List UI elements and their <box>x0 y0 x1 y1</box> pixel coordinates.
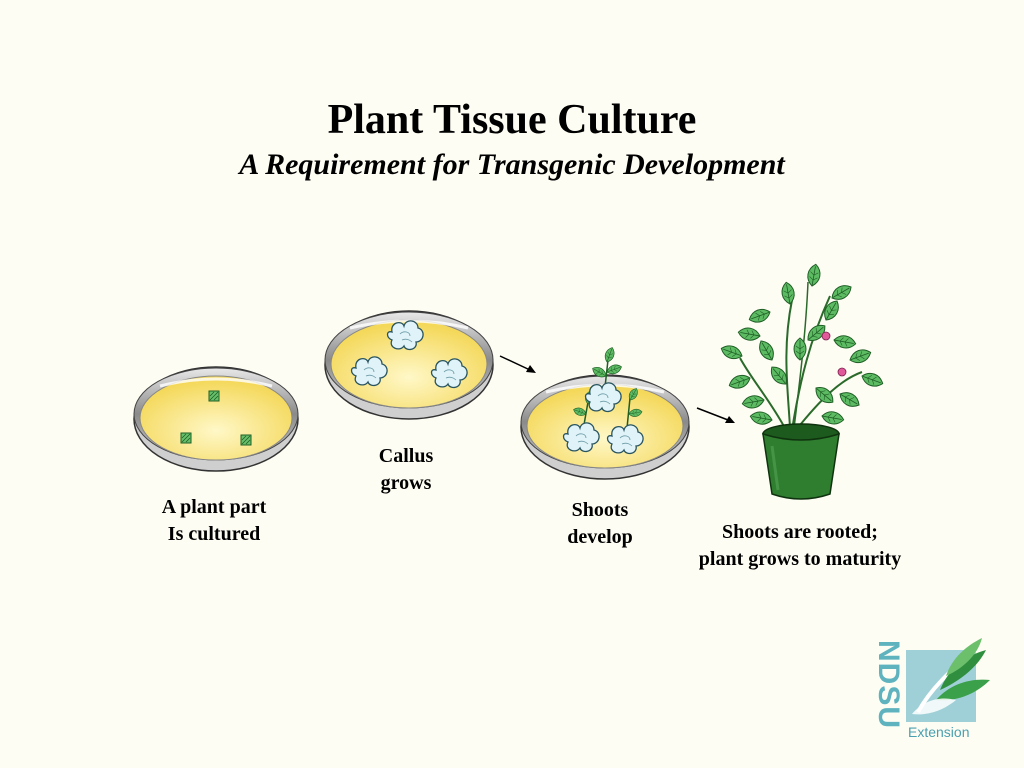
logo-brand-text: NDSU <box>872 640 905 730</box>
arrow-icon <box>499 355 536 373</box>
caption-line: grows <box>380 472 432 494</box>
step-caption-maturity: Shoots are rooted; plant grows to maturi… <box>670 519 930 573</box>
arrow-icon <box>696 407 735 423</box>
caption-line: Shoots are rooted; <box>722 521 878 543</box>
page-title: Plant Tissue Culture <box>327 97 697 143</box>
culture-dish-callus <box>324 310 494 420</box>
step-caption-shoots: Shoots develop <box>540 497 660 551</box>
caption-line: Shoots <box>571 499 629 521</box>
page-subtitle: A Requirement for Transgenic Development <box>239 148 785 181</box>
logo-unit-text: Extension <box>908 724 970 740</box>
caption-line: Callus <box>378 445 434 467</box>
caption-line: develop <box>567 526 633 548</box>
culture-dish-explant <box>133 366 299 472</box>
explant-piece-icon <box>208 390 220 402</box>
caption-line: A plant part <box>161 496 267 518</box>
explant-piece-icon <box>240 434 252 446</box>
caption-line: Is cultured <box>167 523 261 545</box>
explant-piece-icon <box>180 432 192 444</box>
culture-dish-shoots <box>520 345 690 480</box>
ndsu-extension-logo: NDSU Extension <box>872 640 992 744</box>
potted-plant-icon <box>718 262 886 500</box>
caption-line: plant grows to maturity <box>698 548 902 570</box>
ndsu-logo-icon <box>906 638 990 722</box>
step-caption-callus: Callus grows <box>346 443 466 497</box>
step-caption-explant: A plant part Is cultured <box>134 494 294 548</box>
